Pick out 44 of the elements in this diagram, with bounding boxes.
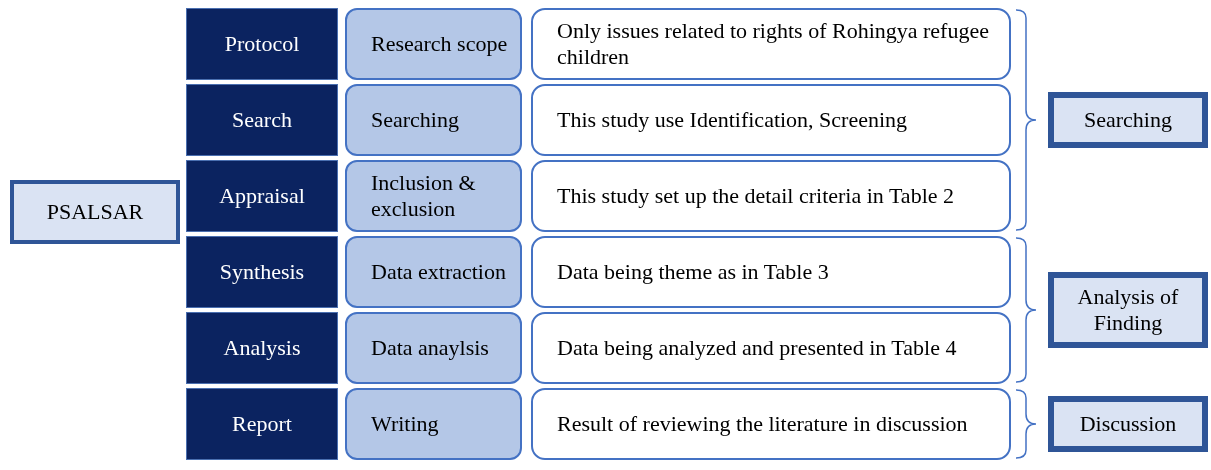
root-box bbox=[10, 180, 180, 244]
node-label: Research scope bbox=[371, 30, 508, 58]
task-box bbox=[345, 160, 522, 232]
node-label: Only issues related to rights of Rohingya refugee children bbox=[557, 17, 990, 71]
detail-box bbox=[531, 160, 1011, 232]
node-label: Protocol bbox=[224, 30, 300, 58]
step-box bbox=[186, 160, 338, 232]
node-label: Data extraction bbox=[371, 258, 506, 286]
node-label: Analysis of Finding bbox=[1076, 283, 1180, 337]
node-label: Searching bbox=[1084, 106, 1172, 134]
task-box bbox=[345, 388, 522, 460]
detail-box bbox=[531, 8, 1011, 80]
node-label: Analysis bbox=[223, 334, 301, 362]
node-label: Data being theme as in Table 3 bbox=[557, 258, 829, 286]
detail-box bbox=[531, 388, 1011, 460]
phase-box bbox=[1048, 92, 1208, 148]
detail-box bbox=[531, 84, 1011, 156]
node-label: PSALSAR bbox=[46, 198, 144, 226]
node-label: Report bbox=[232, 410, 292, 438]
task-box bbox=[345, 236, 522, 308]
phase-box bbox=[1048, 272, 1208, 348]
node-label: Synthesis bbox=[219, 258, 305, 286]
phase-box bbox=[1048, 396, 1208, 452]
step-box bbox=[186, 84, 338, 156]
node-label: Search bbox=[232, 106, 292, 134]
step-box bbox=[186, 388, 338, 460]
detail-box bbox=[531, 312, 1011, 384]
node-label: Result of reviewing the literature in discussion bbox=[557, 410, 968, 438]
node-label: Data anaylsis bbox=[371, 334, 489, 362]
node-label: Data being analyzed and presented in Table 4 bbox=[557, 334, 957, 362]
step-box bbox=[186, 312, 338, 384]
step-box bbox=[186, 236, 338, 308]
node-label: Discussion bbox=[1079, 410, 1177, 438]
task-box bbox=[345, 312, 522, 384]
task-box bbox=[345, 8, 522, 80]
step-box bbox=[186, 8, 338, 80]
detail-box bbox=[531, 236, 1011, 308]
task-box bbox=[345, 84, 522, 156]
node-label: Inclusion & exclusion bbox=[371, 169, 477, 223]
node-label: Appraisal bbox=[219, 182, 305, 210]
node-label: Writing bbox=[371, 410, 439, 438]
node-label: Searching bbox=[371, 106, 459, 134]
node-label: This study use Identification, Screening bbox=[557, 106, 908, 134]
node-label: This study set up the detail criteria in Table 2 bbox=[557, 182, 954, 210]
